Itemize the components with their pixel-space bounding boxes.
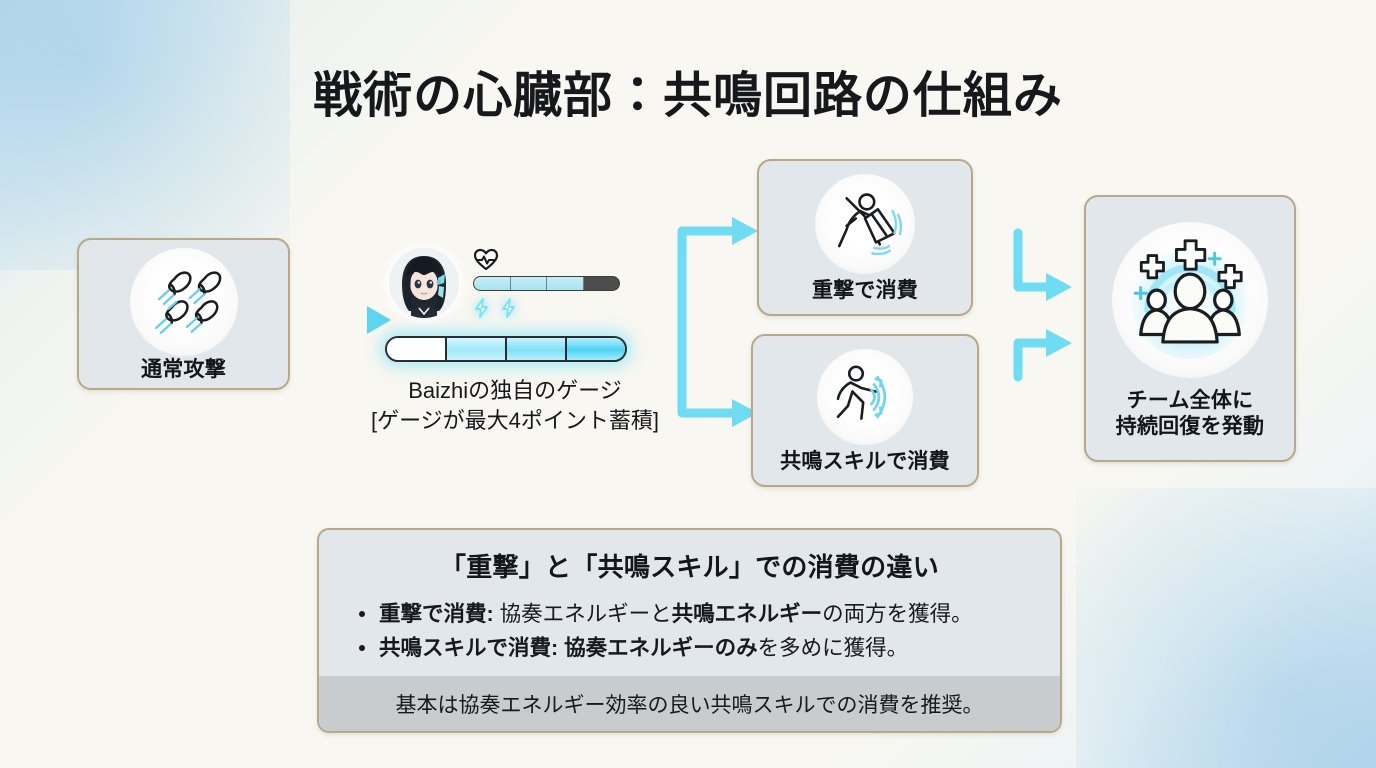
resonance-gauge: [385, 336, 627, 362]
node-resonance-skill[interactable]: 共鳴スキルで消費: [751, 334, 979, 487]
baizhi-avatar: [389, 248, 459, 318]
list-item: 共鳴スキルで消費: 協奏エネルギーのみを多めに獲得。: [357, 632, 1060, 666]
comparison-footer: 基本は協奏エネルギー効率の良い共鳴スキルでの消費を推奨。: [319, 676, 1060, 731]
comparison-title: 「重撃」と「共鳴スキル」での消費の違い: [440, 552, 939, 582]
resonance-gauge-segment: [567, 338, 625, 360]
hp-bar-segment: [547, 277, 584, 290]
node-normal-attack-label: 通常攻撃: [141, 357, 226, 381]
connector-branches-to-heal: [961, 228, 1072, 382]
hp-bar-segment: [510, 277, 547, 290]
list-item-text-a: 協奏エネルギーと: [493, 602, 672, 626]
resonance-gauge-segment: [387, 338, 447, 360]
node-heavy-attack[interactable]: 重撃で消費: [757, 159, 973, 316]
node-team-heal-label: チーム全体に 持続回復を発動: [1116, 388, 1264, 439]
list-item: 重撃で消費: 協奏エネルギーと共鳴エネルギーの両方を獲得。: [357, 598, 1060, 632]
list-item-text-b: の両方を獲得。: [822, 602, 973, 626]
node-team-heal[interactable]: チーム全体に 持続回復を発動: [1084, 195, 1296, 462]
node-heavy-attack-label: 重撃で消費: [811, 278, 919, 302]
list-item-text-b: を多めに獲得。: [757, 635, 909, 660]
comparison-list: 重撃で消費: 協奏エネルギーと共鳴エネルギーの両方を獲得。 共鳴スキルで消費: …: [319, 598, 1060, 666]
baizhi-gauge-group: Baizhiの独自のゲージ [ゲージが最大4ポイント蓄積]: [360, 243, 670, 453]
comparison-panel: 「重撃」と「共鳴スキル」での消費の違い 重撃で消費: 協奏エネルギーと共鳴エネル…: [317, 528, 1062, 733]
resonance-gauge-segment: [507, 338, 567, 360]
projectiles-icon: [129, 247, 238, 356]
page-title: 戦術の心臓部：共鳴回路の仕組み: [313, 66, 1063, 124]
hp-bar-segment: [583, 277, 619, 290]
gauge-caption-line1: Baizhiの独自のゲージ: [408, 378, 622, 403]
list-item-strong: 共鳴エネルギー: [671, 602, 823, 626]
gauge-caption: Baizhiの独自のゲージ [ゲージが最大4ポイント蓄積]: [335, 376, 695, 436]
node-team-heal-label-line2: 持続回復を発動: [1115, 414, 1265, 438]
list-item-term: 共鳴スキルで消費:: [379, 635, 559, 660]
lightning-bolt-icon: [502, 298, 515, 318]
team-heal-icon: [1112, 221, 1268, 378]
hp-bar-segment: [474, 277, 511, 290]
heavy-swing-icon: [815, 173, 915, 274]
heart-pulse-icon: [473, 248, 499, 271]
energy-wave-icon: [817, 348, 913, 445]
lightning-bolt-icon: [475, 298, 488, 318]
node-resonance-skill-label: 共鳴スキルで消費: [780, 449, 950, 473]
node-team-heal-label-line1: チーム全体に: [1126, 388, 1254, 412]
list-item-strong: 協奏エネルギーのみ: [564, 635, 758, 660]
hp-bar: [473, 276, 620, 291]
gauge-caption-line2: [ゲージが最大4ポイント蓄積]: [370, 407, 660, 433]
node-normal-attack[interactable]: 通常攻撃: [77, 238, 290, 390]
resonance-gauge-segment: [447, 338, 507, 360]
list-item-term: 重撃で消費:: [379, 602, 494, 626]
